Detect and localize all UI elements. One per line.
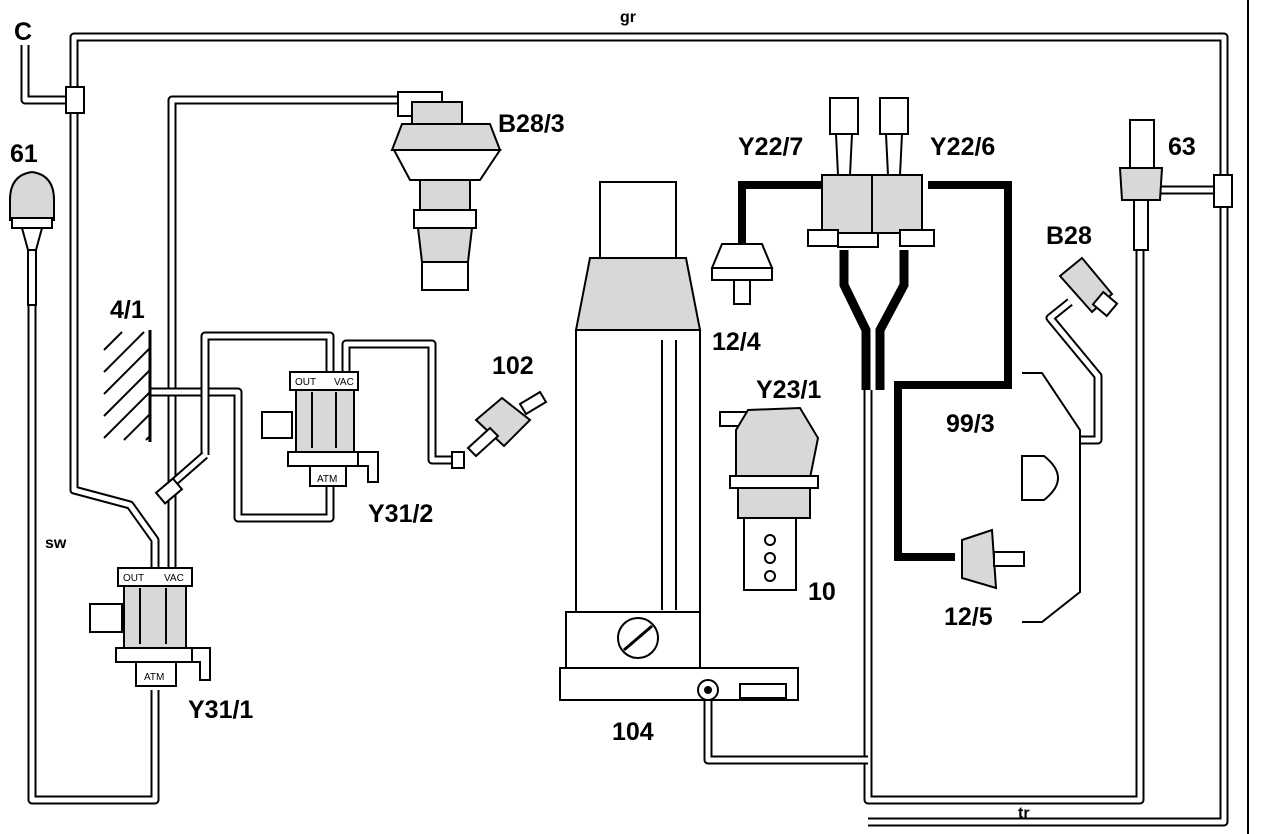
label-4-1: 4/1 xyxy=(110,296,145,324)
vacuum-line-12-5 xyxy=(894,181,1012,561)
label-y31-1: Y31/1 xyxy=(188,696,253,724)
label-b28-3: B28/3 xyxy=(498,110,565,138)
label-y23-1: Y23/1 xyxy=(756,376,821,404)
port-label-vac-y31-1: VAC xyxy=(164,573,184,584)
vacuum-line-12-4 xyxy=(738,181,830,245)
component-104-injection-pump xyxy=(559,181,799,701)
vacuum-line-104 xyxy=(703,700,868,765)
port-label-out-y31-2: OUT xyxy=(295,377,316,388)
vacuum-line-converter-outlet xyxy=(839,250,909,390)
component-99-3 xyxy=(1021,372,1081,623)
vacuum-line-to-valve-y31-1 xyxy=(69,105,160,572)
label-y31-2: Y31/2 xyxy=(368,500,433,528)
vacuum-line-sw xyxy=(27,300,160,805)
tee-fitting-c xyxy=(65,86,85,114)
label-c: C xyxy=(14,18,32,46)
component-12-5 xyxy=(961,528,1025,590)
label-63: 63 xyxy=(1168,133,1196,161)
label-99-3: 99/3 xyxy=(946,410,995,438)
vacuum-line-c xyxy=(20,45,66,105)
component-b28-3 xyxy=(390,91,502,291)
vacuum-line-b28 xyxy=(1045,298,1103,445)
vacuum-line-gr xyxy=(69,32,1229,827)
port-label-vac-y31-2: VAC xyxy=(334,377,354,388)
label-104: 104 xyxy=(612,718,654,746)
component-102 xyxy=(451,390,548,469)
component-y23-1 xyxy=(719,406,820,519)
label-12-4: 12/4 xyxy=(712,328,761,356)
vacuum-line-102 xyxy=(341,339,458,465)
vacuum-line-out-y31-2 xyxy=(200,331,335,455)
label-12-5: 12/5 xyxy=(944,603,993,631)
component-y22-6-converter xyxy=(871,97,935,247)
component-12-4 xyxy=(710,243,774,305)
label-tr: tr xyxy=(1018,805,1030,822)
label-y22-7: Y22/7 xyxy=(738,133,803,161)
label-sw: sw xyxy=(45,535,67,552)
port-label-atm-y31-1: ATM xyxy=(144,672,164,683)
label-b28: B28 xyxy=(1046,222,1092,250)
component-63 xyxy=(1118,119,1164,251)
label-gr: gr xyxy=(620,9,636,26)
component-b28 xyxy=(1058,256,1119,318)
component-y31-2-valve xyxy=(261,371,379,487)
label-10: 10 xyxy=(808,578,836,606)
component-y31-1-valve xyxy=(89,567,211,687)
label-y22-6: Y22/6 xyxy=(930,133,995,161)
port-label-atm-y31-2: ATM xyxy=(317,474,337,485)
tee-fitting-63 xyxy=(1213,174,1233,208)
tee-fitting-branch xyxy=(154,477,184,505)
vacuum-line-b28-3 xyxy=(167,95,400,572)
label-61: 61 xyxy=(10,140,38,168)
vacuum-line-tr xyxy=(863,248,1145,805)
port-label-out-y31-1: OUT xyxy=(123,573,144,584)
component-61 xyxy=(9,170,55,306)
label-102: 102 xyxy=(492,352,534,380)
component-y22-7-converter xyxy=(807,97,879,248)
component-10 xyxy=(743,517,797,591)
component-4-1-firewall xyxy=(102,330,152,442)
